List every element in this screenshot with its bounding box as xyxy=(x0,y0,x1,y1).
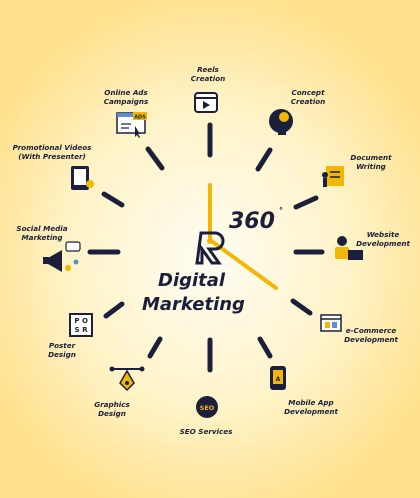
svg-text:ADS: ADS xyxy=(134,115,146,121)
svg-text:A: A xyxy=(276,376,281,383)
document-writing-icon xyxy=(322,166,344,187)
mobile-app-icon: A xyxy=(270,366,286,390)
seo-badge-icon: SEO xyxy=(196,396,218,418)
tick-5 xyxy=(257,336,273,359)
tick-11 xyxy=(145,146,165,171)
degree-mark: ° xyxy=(279,206,283,215)
svg-text:O: O xyxy=(82,317,88,325)
tick-7 xyxy=(147,336,163,359)
video-play-icon xyxy=(194,92,218,113)
svg-text:P: P xyxy=(74,317,79,325)
presenter-video-icon xyxy=(71,166,94,190)
pen-tool-icon xyxy=(109,366,145,392)
badge-360: 360 xyxy=(229,209,275,234)
ecommerce-cart-icon xyxy=(320,314,342,332)
label-seo-services: SEO Services xyxy=(179,427,233,436)
title-line-2: Marketing xyxy=(142,294,245,315)
svg-text:S: S xyxy=(74,326,79,334)
brain-idea-icon xyxy=(269,109,293,135)
svg-text:R: R xyxy=(82,326,88,334)
poster-icon: P O S R xyxy=(69,313,93,337)
tick-8 xyxy=(103,301,125,319)
megaphone-icon xyxy=(43,241,81,272)
tick-4 xyxy=(290,298,313,316)
tick-10 xyxy=(101,191,125,208)
tick-1 xyxy=(255,147,273,172)
brand-logo-icon xyxy=(195,231,225,265)
title-line-1: Digital xyxy=(158,270,226,291)
developer-laptop-icon xyxy=(335,236,363,260)
online-ads-icon: ADS xyxy=(116,112,147,138)
label-promotional-videos: Promotional Videos(With Presenter) xyxy=(12,143,92,161)
tick-2 xyxy=(293,195,319,210)
svg-text:SEO: SEO xyxy=(200,404,215,412)
